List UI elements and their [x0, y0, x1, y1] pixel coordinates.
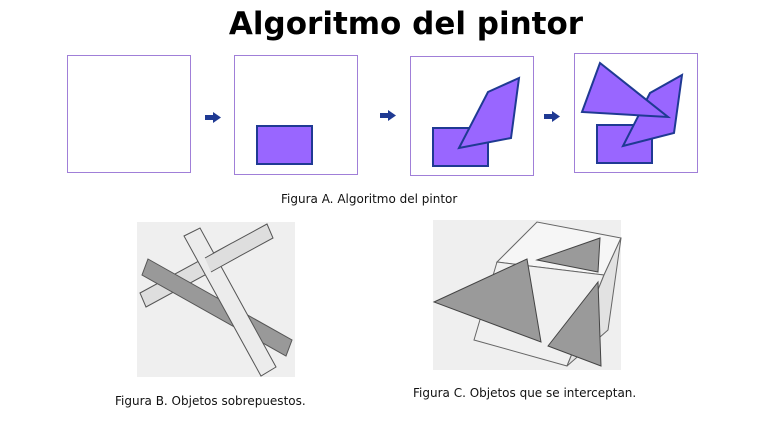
figure-c-intersecting-objects — [432, 221, 622, 367]
figure-b-overlapping-bars — [139, 223, 293, 377]
arrow-right-icon — [544, 111, 560, 122]
step-4-triangle — [580, 61, 672, 119]
figure-a-caption: Figura A. Algoritmo del pintor — [281, 192, 458, 206]
triangle-bottom-right — [547, 280, 602, 367]
figure-b-caption: Figura B. Objetos sobrepuestos. — [115, 394, 306, 408]
step-3-quadrilateral — [457, 76, 521, 150]
figure-c-caption: Figura C. Objetos que se interceptan. — [413, 386, 637, 400]
step-2-rectangle — [256, 125, 313, 165]
painter-step-1-frame — [67, 55, 191, 173]
arrow-right-icon — [205, 112, 221, 123]
light-bar-vertical — [183, 227, 277, 377]
page-title: Algoritmo del pintor — [228, 6, 584, 42]
triangle-top-right — [535, 237, 601, 273]
arrow-right-icon — [380, 110, 396, 121]
light-bar-overlap — [205, 243, 238, 272]
triangle-left — [432, 258, 542, 343]
